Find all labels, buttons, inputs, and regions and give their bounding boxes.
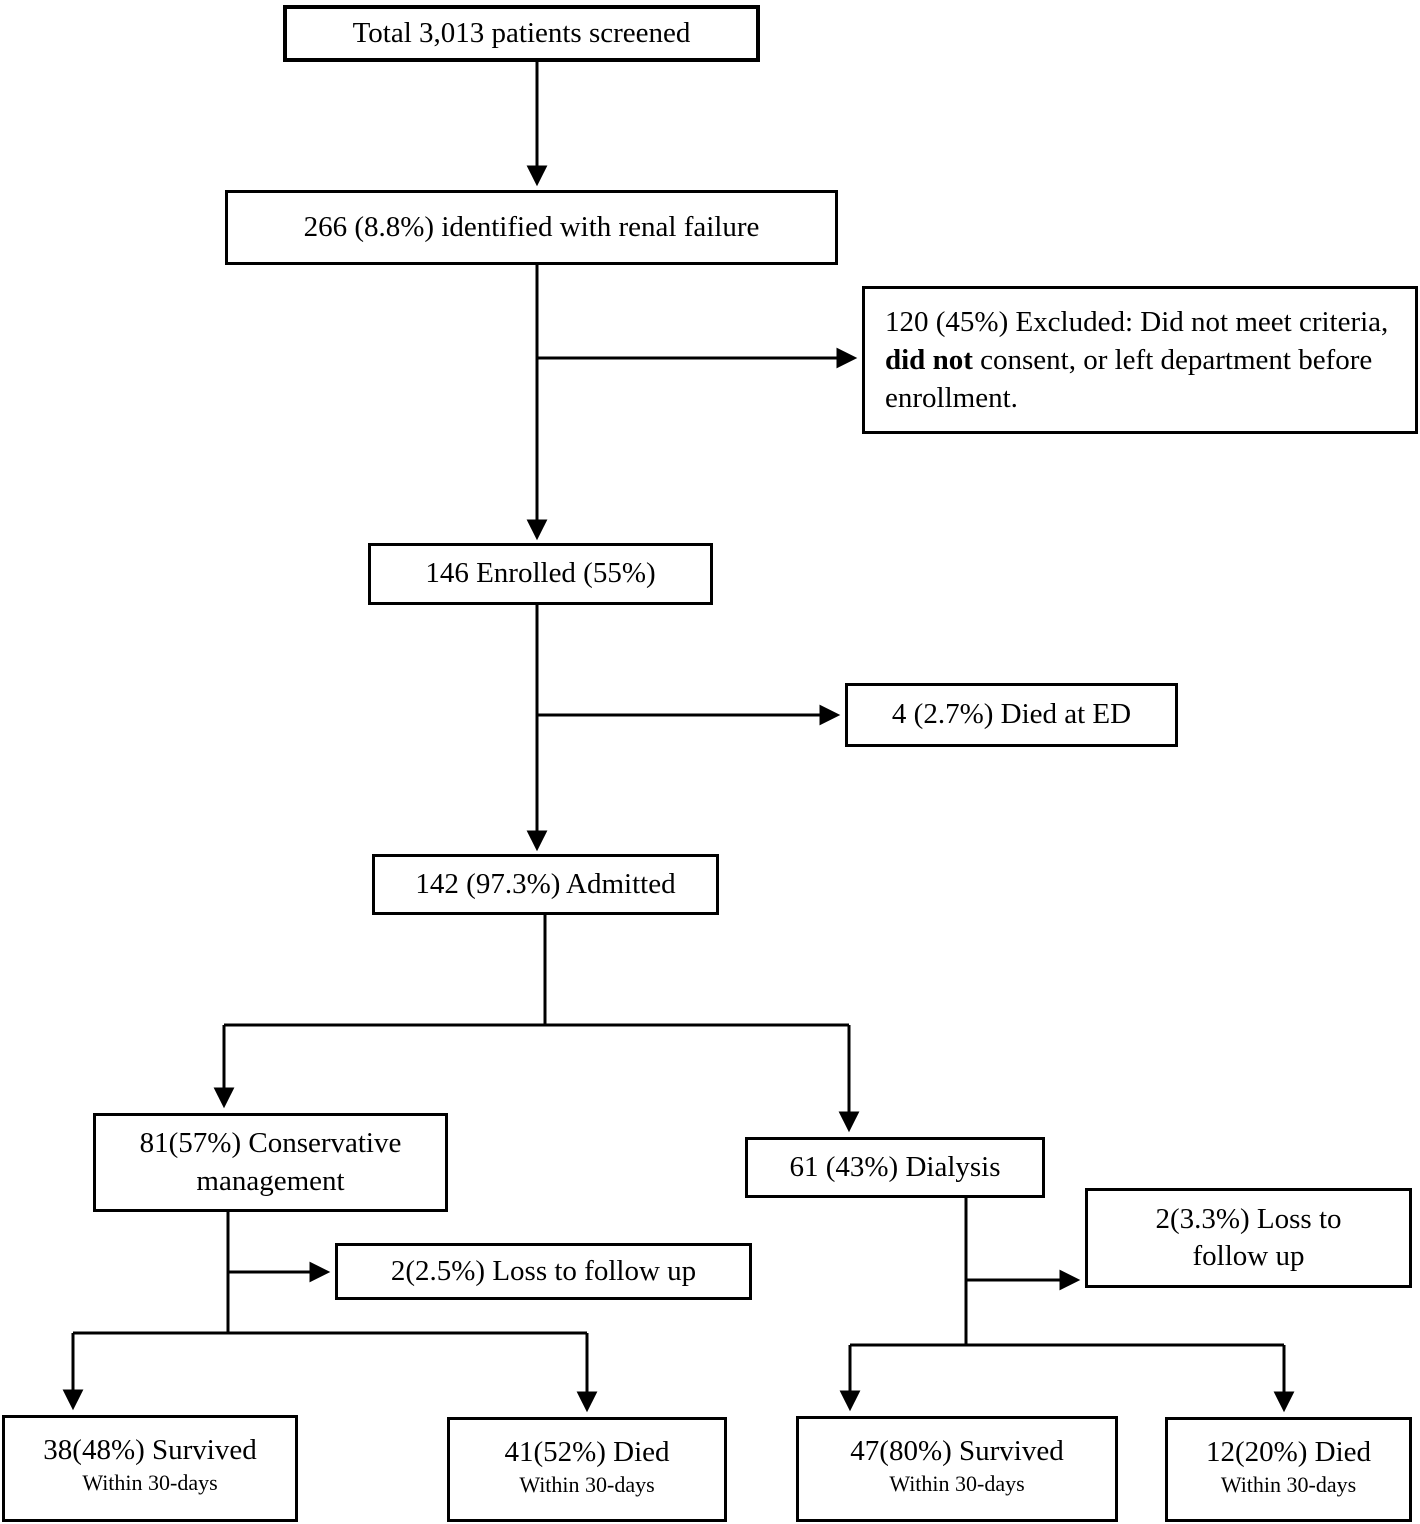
node-excluded: 120 (45%) Excluded: Did not meet criteri… xyxy=(862,286,1418,434)
node-admitted-label: 142 (97.3%) Admitted xyxy=(415,867,676,900)
node-excluded-text-before: 120 (45%) Excluded: Did not meet criteri… xyxy=(885,305,1389,338)
node-conservative-management: 81(57%) Conservative management xyxy=(93,1113,448,1212)
node-loss-followup-conservative-label: 2(2.5%) Loss to follow up xyxy=(390,1254,697,1287)
node-dialysis-survived-label: 47(80%) Survived xyxy=(850,1435,1064,1467)
node-dialysis-label: 61 (43%) Dialysis xyxy=(789,1150,1001,1183)
node-excluded-text-after: consent, or left department before enrol… xyxy=(885,343,1373,415)
node-dialysis-died: 12(20%) Died Within 30-days xyxy=(1165,1417,1412,1522)
node-died-ed-label: 4 (2.7%) Died at ED xyxy=(891,698,1132,731)
node-loss-followup-dialysis-line2: follow up xyxy=(1192,1240,1305,1272)
node-conservative-died-label: 41(52%) Died xyxy=(504,1436,670,1468)
node-conservative-survived: 38(48%) Survived Within 30-days xyxy=(2,1415,298,1522)
node-conservative-line2: management xyxy=(196,1164,345,1197)
node-excluded-bold-text: did not xyxy=(885,343,973,376)
node-enrolled-label: 146 Enrolled (55%) xyxy=(425,557,656,590)
node-renal-failure-label: 266 (8.8%) identified with renal failure xyxy=(303,210,760,243)
node-admitted: 142 (97.3%) Admitted xyxy=(372,854,719,915)
node-dialysis-died-sublabel: Within 30-days xyxy=(1220,1472,1357,1498)
node-total-screened-label: Total 3,013 patients screened xyxy=(352,16,691,49)
node-dialysis-survived: 47(80%) Survived Within 30-days xyxy=(796,1416,1118,1522)
node-loss-followup-dialysis: 2(3.3%) Loss to follow up xyxy=(1085,1188,1412,1288)
node-loss-followup-conservative: 2(2.5%) Loss to follow up xyxy=(335,1243,752,1300)
node-dialysis-survived-sublabel: Within 30-days xyxy=(889,1471,1025,1497)
node-enrolled: 146 Enrolled (55%) xyxy=(368,543,713,605)
node-conservative-line1: 81(57%) Conservative xyxy=(139,1127,402,1160)
node-conservative-died: 41(52%) Died Within 30-days xyxy=(447,1417,727,1522)
node-died-ed: 4 (2.7%) Died at ED xyxy=(845,683,1178,747)
node-conservative-survived-label: 38(48%) Survived xyxy=(43,1434,257,1466)
node-loss-followup-dialysis-line1: 2(3.3%) Loss to xyxy=(1155,1202,1342,1235)
node-total-screened: Total 3,013 patients screened xyxy=(283,5,760,62)
node-renal-failure: 266 (8.8%) identified with renal failure xyxy=(225,190,838,265)
node-conservative-survived-sublabel: Within 30-days xyxy=(82,1470,218,1496)
node-excluded-label: 120 (45%) Excluded: Did not meet criteri… xyxy=(885,303,1395,418)
node-dialysis-died-label: 12(20%) Died xyxy=(1205,1436,1372,1468)
node-conservative-died-sublabel: Within 30-days xyxy=(519,1472,655,1498)
node-dialysis: 61 (43%) Dialysis xyxy=(745,1137,1045,1198)
